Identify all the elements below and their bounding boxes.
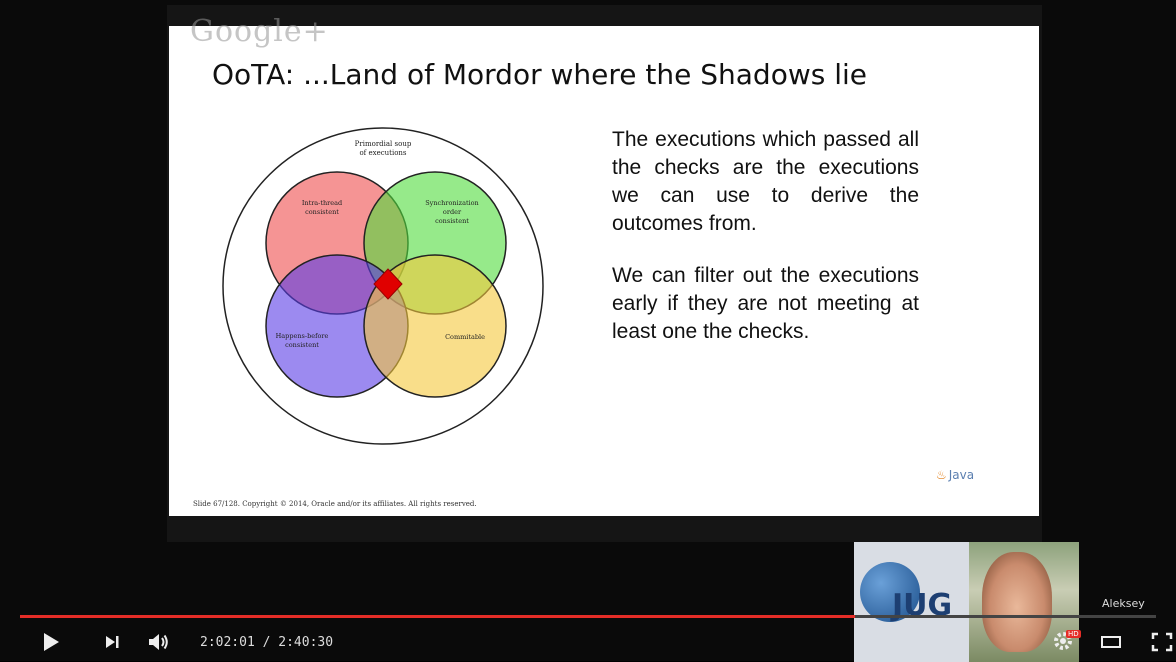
jug-logo: JUG — [854, 542, 969, 662]
venn-green-label-3: consistent — [435, 217, 469, 225]
java-logo: ♨Java — [936, 468, 974, 482]
google-plus-watermark: Google+ — [190, 14, 329, 49]
venn-green-label-2: order — [443, 208, 462, 216]
presenter-name: Aleksey — [1102, 597, 1145, 610]
venn-blue-label-1: Happens-before — [276, 332, 329, 340]
venn-diagram: Primordial soup of executions Intra-thre… — [222, 127, 544, 445]
gear-icon[interactable] — [1052, 630, 1074, 652]
progress-bar[interactable] — [20, 615, 1156, 618]
progress-fill — [20, 615, 855, 618]
java-logo-text: Java — [948, 468, 975, 482]
presenter-video — [982, 552, 1052, 652]
yellow-circle — [363, 254, 507, 398]
java-cup-icon: ♨ — [936, 468, 947, 482]
venn-green-label-1: Synchronization — [425, 199, 479, 207]
slide-paragraph-2: We can filter out the executions early i… — [612, 264, 919, 343]
next-icon[interactable] — [104, 634, 120, 650]
hd-badge: HD — [1066, 630, 1081, 638]
slide-footer: Slide 67/128. Copyright © 2014, Oracle a… — [193, 500, 477, 508]
venn-outer-label-2: of executions — [359, 149, 406, 157]
globe-icon — [860, 562, 920, 622]
venn-outer-label-1: Primordial soup — [355, 140, 412, 148]
intersection-diamond — [373, 268, 403, 300]
fullscreen-icon[interactable] — [1151, 632, 1173, 652]
play-button[interactable] — [44, 633, 59, 651]
player-controls: 2:02:01 / 2:40:30 HD — [0, 618, 1176, 661]
venn-red-label-1: Intra-thread — [302, 199, 342, 207]
webcam-overlay: JUG — [854, 542, 1079, 662]
slide-paragraph-1: The executions which passed all the chec… — [612, 128, 919, 235]
volume-icon[interactable] — [148, 632, 170, 652]
slide-body-text: The executions which passed all the chec… — [612, 126, 919, 370]
time-display: 2:02:01 / 2:40:30 — [200, 635, 334, 650]
venn-yellow-label: Commitable — [445, 333, 485, 341]
venn-blue-label-2: consistent — [285, 341, 319, 349]
theater-mode-icon[interactable] — [1101, 636, 1121, 648]
venn-red-label-2: consistent — [305, 208, 339, 216]
slide-title: OoTA: ...Land of Mordor where the Shadow… — [212, 58, 867, 91]
